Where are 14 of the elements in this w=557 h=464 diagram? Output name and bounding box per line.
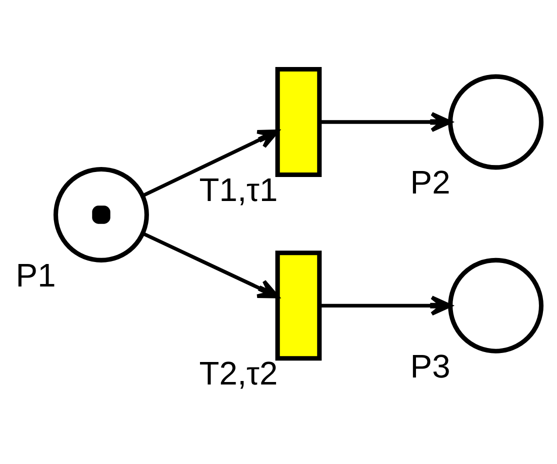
arrow — [142, 232, 279, 298]
node-box — [275, 250, 322, 361]
node-box — [275, 67, 322, 177]
arrow — [320, 296, 452, 316]
node-circle — [448, 74, 544, 170]
node-label: P3 — [410, 347, 450, 384]
node-label: T1,τ1 — [199, 170, 278, 208]
arrow — [320, 112, 452, 132]
arrow — [142, 130, 279, 198]
node-label: P1 — [16, 256, 56, 294]
node-label: T2,τ2 — [199, 354, 278, 392]
node-circle — [54, 167, 149, 262]
node-circle — [448, 258, 544, 354]
node-label: P2 — [410, 164, 450, 201]
